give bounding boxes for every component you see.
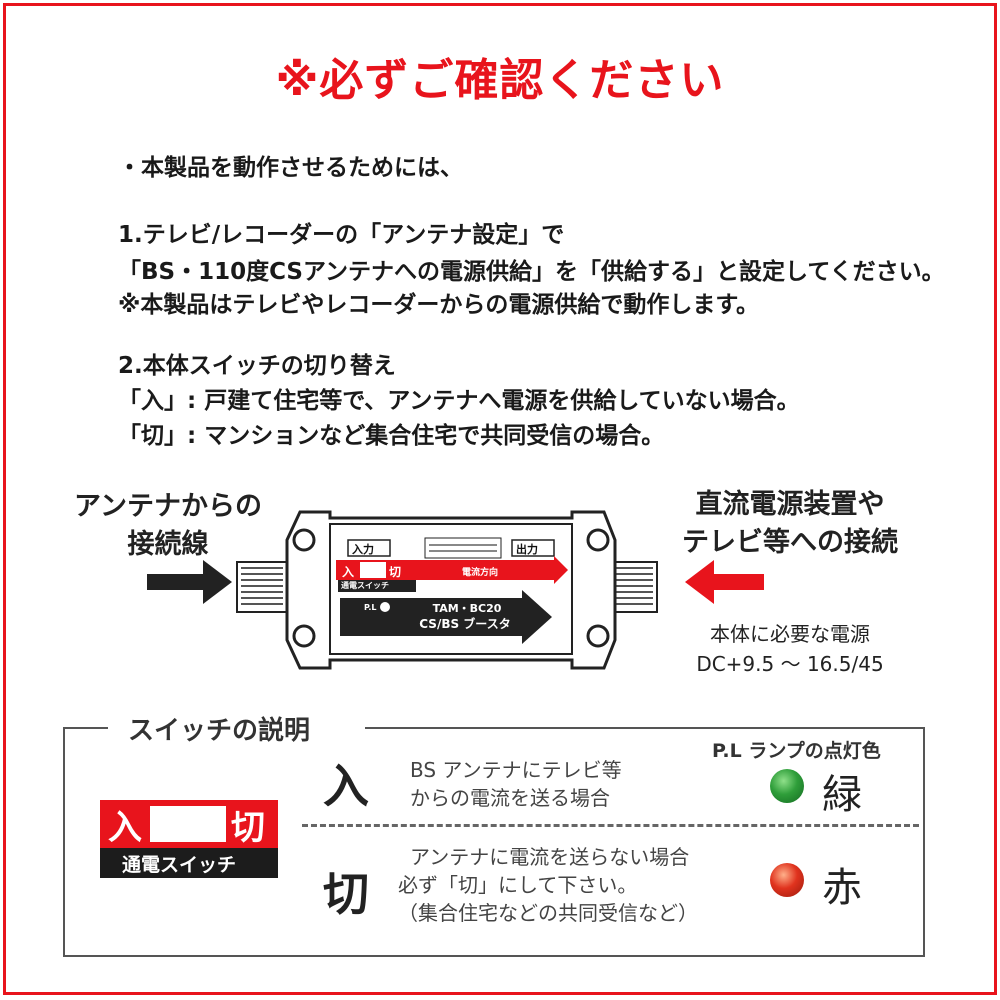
device-current-direction: 電流方向 (462, 568, 499, 578)
pl-lamp-icon (380, 602, 390, 612)
power-source-label-1: 直流電源装置や (695, 489, 885, 520)
switch-name-label: 通電スイッチ (122, 854, 237, 876)
mode-off-desc-3: （集合住宅などの共同受信など） (398, 901, 698, 925)
input-arrow-icon (147, 560, 232, 604)
intro-text: ・本製品を動作させるためには、 (118, 155, 463, 181)
device-output-label: 出力 (516, 543, 538, 556)
power-switch-slot (150, 806, 226, 842)
green-lamp-icon (770, 769, 804, 803)
step1-line2: 「BS・110度CSアンテナへの電源供給」を「供給する」と設定してください。 (118, 259, 945, 285)
page-frame (3, 3, 997, 995)
mode-on-desc-1: BS アンテナにテレビ等 (410, 758, 622, 782)
step2-line2: 「入」: 戸建て住宅等で、アンテナへ電源を供給していない場合。 (118, 388, 800, 414)
mode-on-label: 入 (323, 759, 369, 813)
pl-lamp-title: P.L ランプの点灯色 (712, 740, 881, 762)
switch-legend-box (63, 727, 925, 957)
required-power-value: DC+9.5 ～ 16.5/45 (696, 652, 884, 676)
device-input-label: 入力 (352, 543, 374, 556)
lamp-color-green: 緑 (822, 772, 862, 818)
lamp-color-red: 赤 (822, 865, 862, 911)
step2-line3: 「切」: マンションなど集合住宅で共同受信の場合。 (118, 423, 665, 449)
mode-off-desc-2: 必ず「切」にして下さい。 (398, 873, 638, 897)
mode-off-label: 切 (323, 867, 369, 921)
device-product-name: CS/BS ブースタ (419, 617, 511, 631)
legend-divider (302, 824, 919, 827)
switch-off-label: 切 (231, 808, 265, 848)
switch-legend-title: スイッチの説明 (128, 716, 311, 746)
input-connector (236, 561, 288, 613)
device-switch-slot (360, 562, 386, 578)
switch-on-label: 入 (108, 808, 142, 848)
power-source-label-2: テレビ等への接続 (682, 527, 898, 558)
antenna-cable-label-2: 接続線 (127, 529, 209, 560)
legend-border-left (63, 727, 108, 729)
device-model: TAM・BC20 (432, 602, 502, 615)
spec-plate (424, 537, 502, 559)
current-direction-stripe (336, 560, 554, 580)
antenna-cable-label-1: アンテナからの (74, 491, 262, 522)
device-switch-off: 切 (389, 565, 402, 579)
red-lamp-icon (770, 863, 804, 897)
step1-line3: ※本製品はテレビやレコーダーからの電源供給で動作します。 (118, 292, 760, 318)
signal-direction-arrow (340, 590, 552, 644)
output-arrow-icon (685, 560, 764, 604)
step2-line1: 2.本体スイッチの切り替え (118, 353, 396, 379)
required-power-label: 本体に必要な電源 (710, 622, 870, 646)
step1-line1: 1.テレビ/レコーダーの「アンテナ設定」で (118, 222, 565, 248)
device-pl-label: P.L (364, 603, 377, 612)
page-title: ※必ずご確認ください (275, 55, 725, 106)
legend-border-right (365, 727, 923, 729)
output-tag (511, 539, 555, 557)
booster-body (285, 510, 617, 670)
mode-on-desc-2: からの電流を送る場合 (410, 786, 610, 810)
booster-diagram (147, 510, 764, 670)
device-switch-name: 通電スイッチ (341, 581, 389, 590)
device-switch-on: 入 (342, 565, 355, 579)
power-switch-lower (100, 848, 278, 878)
input-tag (347, 539, 391, 557)
mode-off-desc-1: アンテナに電流を送らない場合 (410, 845, 690, 869)
